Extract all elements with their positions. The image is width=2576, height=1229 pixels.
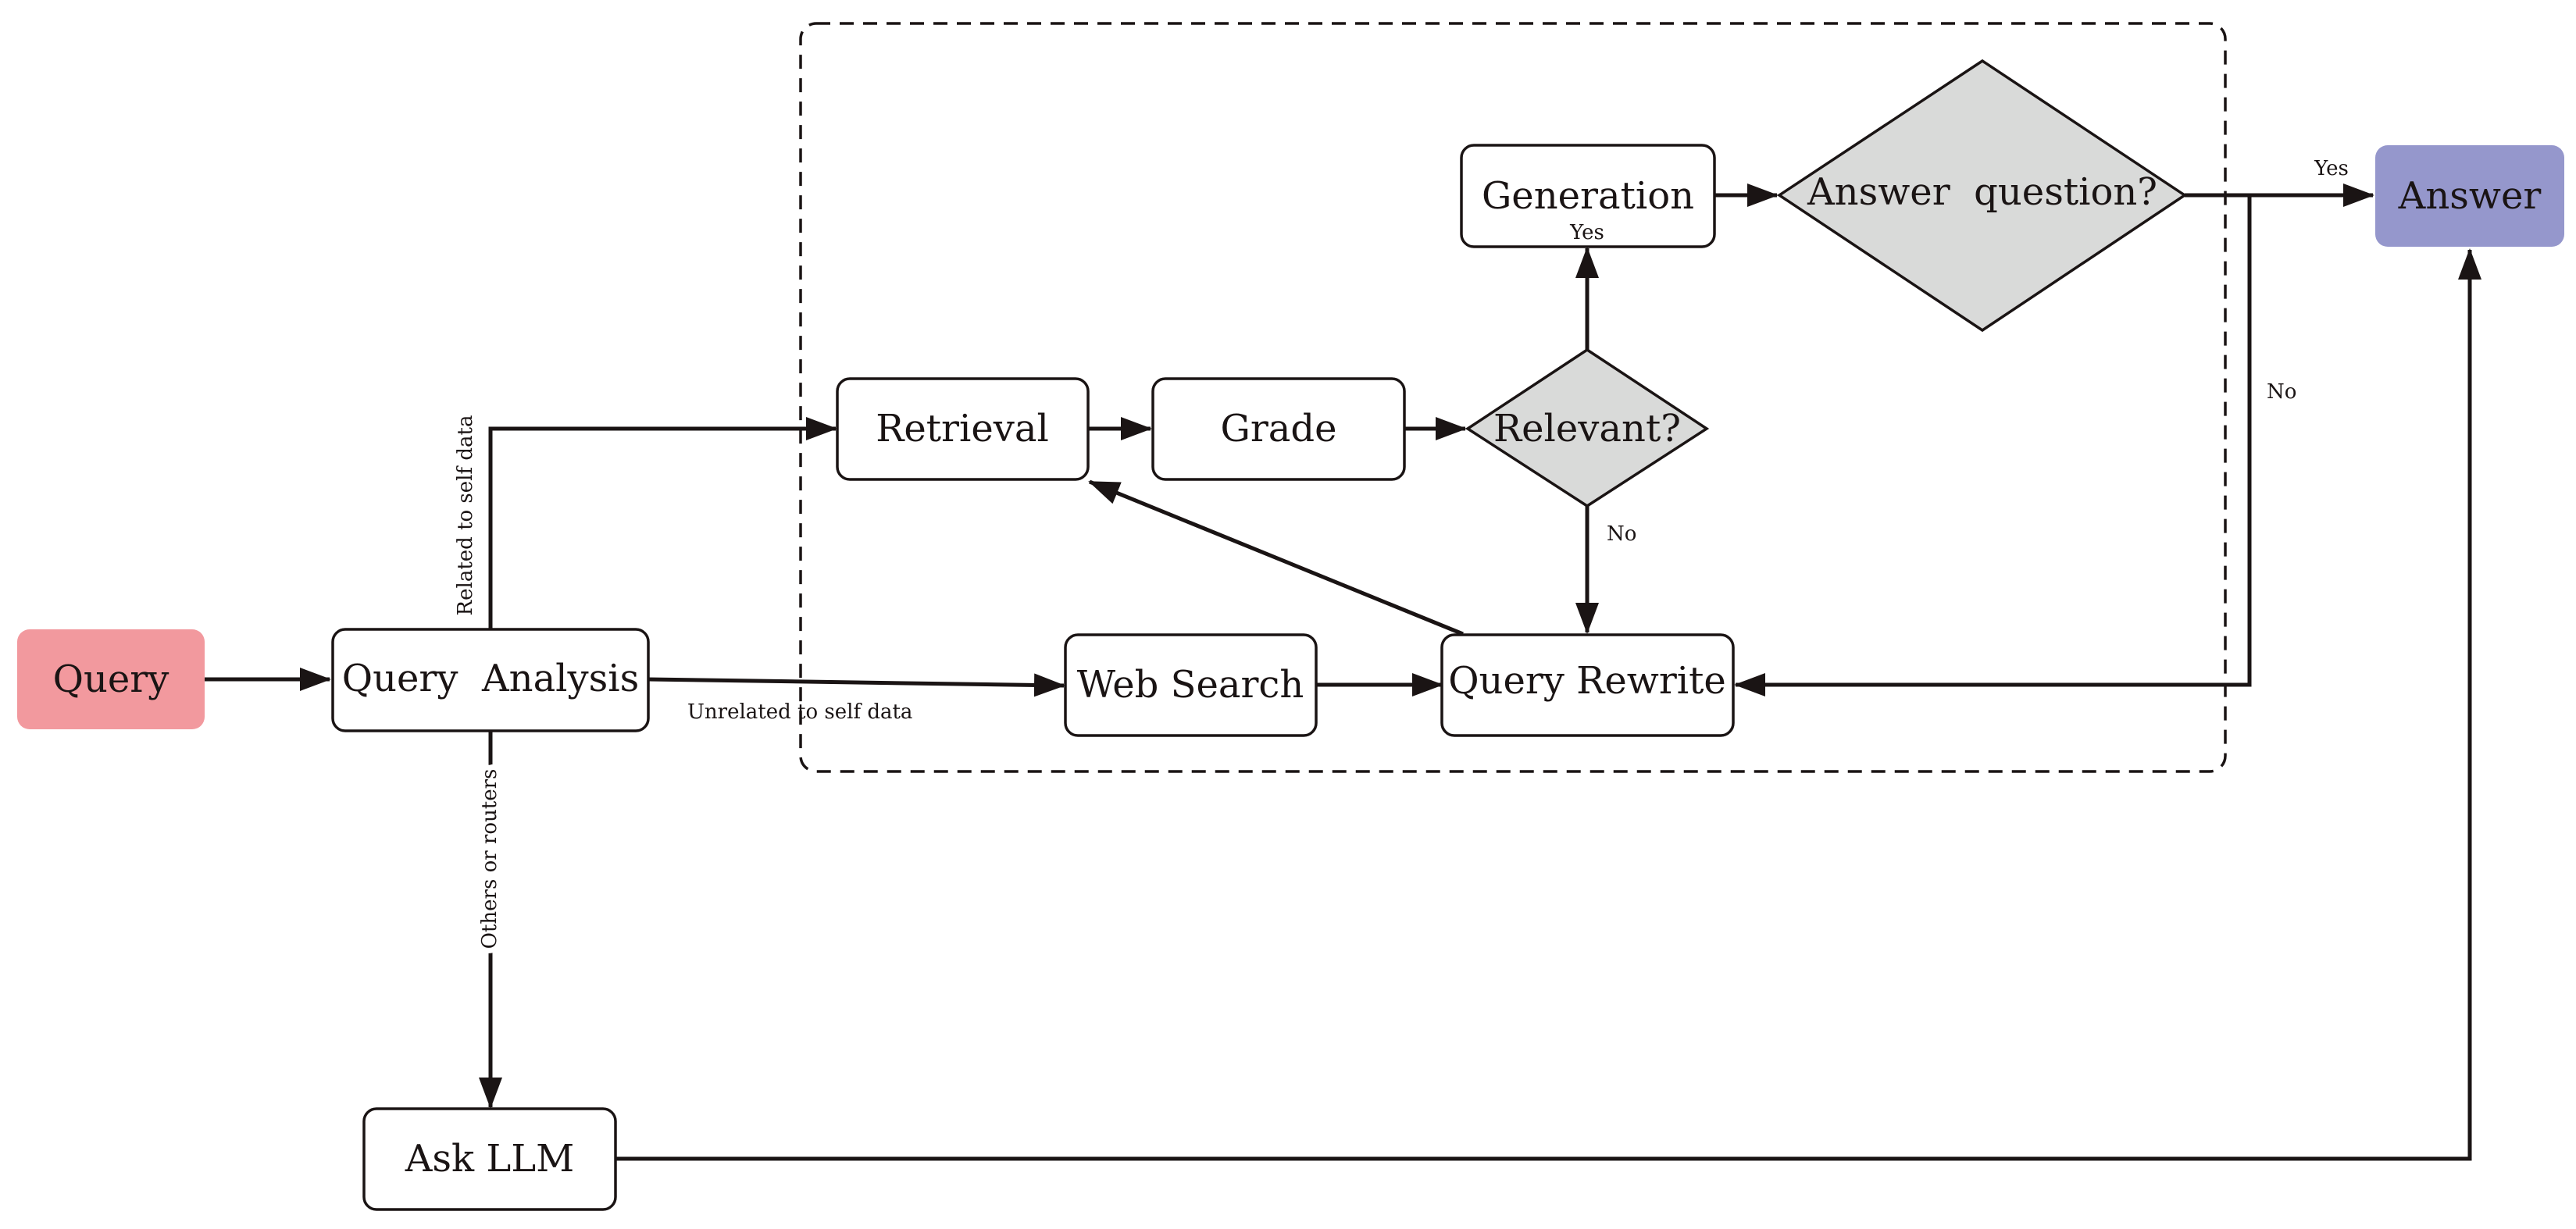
edge-label-answer-no: No [2267, 380, 2296, 404]
query-rewrite-box [1440, 633, 1735, 737]
web-search-box [1064, 633, 1318, 737]
query-analysis-label: Query Analysis [342, 657, 640, 700]
answer-question-label: Answer question? [1807, 170, 2157, 214]
node-query-analysis: Query Analysis [331, 628, 650, 732]
edges [205, 183, 2481, 1161]
node-ask-llm: Ask LLM [362, 1107, 617, 1211]
node-grade: Grade [1151, 377, 1406, 481]
relevant-label: Relevant? [1493, 407, 1681, 451]
edge-label-answer-yes: Yes [2314, 157, 2349, 180]
ask-llm-label: Ask LLM [405, 1137, 575, 1181]
edge-label-relevant-yes: Yes [1569, 221, 1604, 244]
node-answer: Answer [2375, 145, 2564, 247]
web-search-label: Web Search [1077, 663, 1304, 707]
relevant-diamond [1465, 347, 1710, 508]
edge-analysis-to-web-search [648, 673, 1065, 697]
answer-box [2375, 145, 2564, 247]
node-retrieval: Retrieval [836, 377, 1090, 481]
node-answer-question: Answer question? [1776, 59, 2188, 333]
node-query: Query [17, 629, 205, 729]
edge-label-others: Others or routers [478, 769, 501, 949]
node-web-search: Web Search [1064, 633, 1318, 737]
retrieval-box [836, 377, 1090, 481]
answer-question-diamond [1776, 59, 2188, 333]
ask-llm-box [362, 1107, 617, 1211]
edge-label-related: Related to self data [454, 415, 477, 616]
query-rewrite-label: Query Rewrite [1448, 659, 1726, 703]
edge-rewrite-to-retrieval [1088, 479, 1464, 636]
query-label: Query [53, 657, 169, 701]
edge-answer-question-no-to-rewrite [1734, 195, 2252, 696]
query-analysis-box [331, 628, 650, 732]
query-box [17, 629, 205, 729]
node-relevant: Relevant? [1465, 347, 1710, 508]
generation-label: Generation [1482, 174, 1694, 218]
retrieval-label: Retrieval [876, 407, 1049, 451]
edge-label-relevant-no: No [1607, 522, 1636, 546]
answer-label: Answer [2398, 174, 2542, 218]
grade-box [1151, 377, 1406, 481]
grade-label: Grade [1220, 407, 1336, 451]
generation-box [1460, 144, 1716, 248]
edge-label-unrelated: Unrelated to self data [687, 700, 912, 724]
edge-ask-llm-to-answer [615, 248, 2481, 1161]
node-query-rewrite: Query Rewrite [1440, 633, 1735, 737]
node-generation: Generation [1460, 144, 1716, 248]
edge-analysis-to-retrieval [488, 417, 837, 629]
